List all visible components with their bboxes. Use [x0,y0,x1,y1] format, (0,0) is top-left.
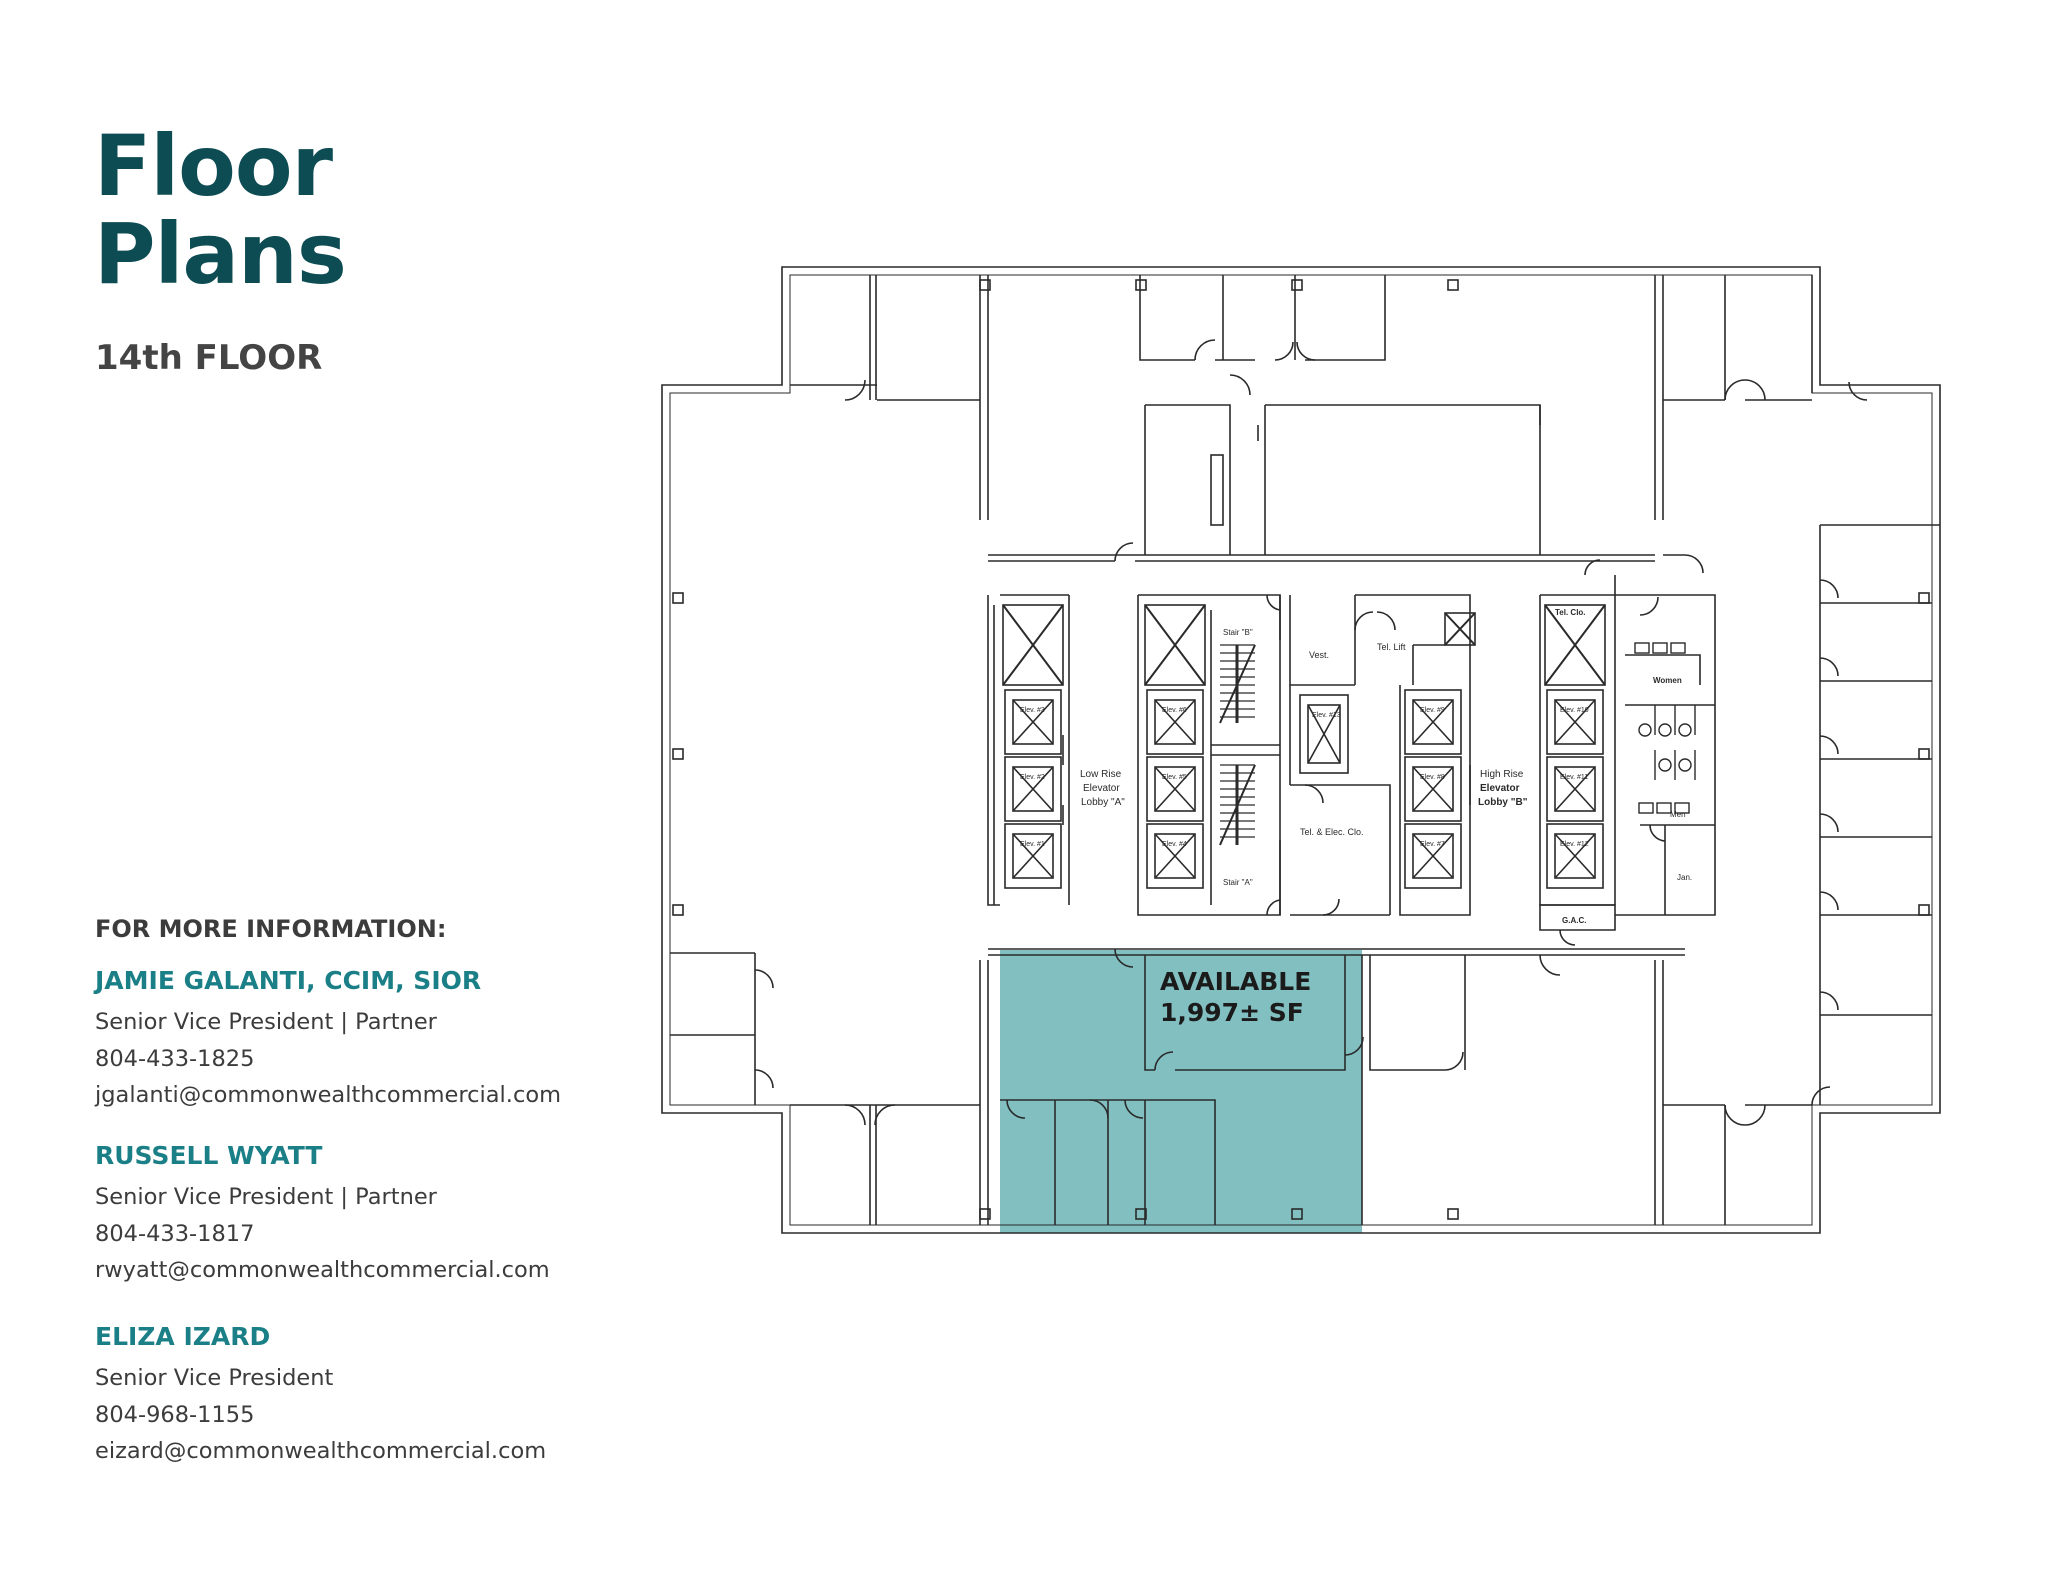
available-suite-callout[interactable]: AVAILABLE 1,997± SF [1160,966,1311,1028]
contact-role: Senior Vice President | Partner [95,1009,437,1035]
available-area: 1,997± SF [1160,998,1304,1027]
elevator-label: Elev. #4 [1162,841,1187,848]
floor-subtitle: 14th FLOOR [95,338,323,378]
high-rise-label: Elevator [1480,783,1520,794]
jan-label: Jan. [1677,873,1692,882]
elevator-label: Elev. #6 [1162,707,1187,714]
contact-phone[interactable]: 804-433-1825 [95,1045,255,1072]
elevator-label: Elev. #12 [1560,841,1589,848]
contact-phone[interactable]: 804-433-1817 [95,1220,255,1247]
elevator-label: Elev. #2 [1020,774,1045,781]
elevator-label: Elev. #11 [1560,774,1588,781]
women-label: Women [1653,676,1682,685]
contact-name: ELIZA IZARD [95,1322,271,1351]
elevator-label: Elev. #1 [1020,841,1045,848]
floor-plan: Low Rise Elevator Lobby "A" High Rise El… [661,266,1941,1234]
contact-name: JAMIE GALANTI, CCIM, SIOR [95,966,482,995]
men-label: Men [1670,810,1686,819]
title-line-1: Floor [94,117,333,215]
info-heading: FOR MORE INFORMATION: [95,915,447,943]
elevator-label: Elev. #9 [1420,707,1445,714]
available-label: AVAILABLE [1160,967,1312,996]
stair-a-label: Stair "A" [1223,878,1253,887]
tel-lift-label: Tel. Lift [1377,642,1406,652]
contact-name: RUSSELL WYATT [95,1141,323,1170]
contact-email[interactable]: eizard@commonwealthcommercial.com [95,1438,547,1464]
tel-clo-label: Tel. Clo. [1555,608,1586,617]
contact-role: Senior Vice President [95,1365,334,1391]
title-line-2: Plans [94,205,347,303]
contact-card-2: RUSSELL WYATT Senior Vice President | Pa… [95,1141,635,1289]
vestibule-label: Vest. [1309,650,1329,660]
contact-role: Senior Vice President | Partner [95,1184,437,1210]
contact-card-3: ELIZA IZARD Senior Vice President 804-96… [95,1322,635,1470]
elevator-label: Elev. #8 [1420,774,1445,781]
elevator-label: Elev. #7 [1420,841,1445,848]
elevator-label: Elev. #3 [1020,707,1045,714]
gac-label: G.A.C. [1562,916,1586,925]
low-rise-label: Lobby "A" [1081,797,1125,808]
high-rise-label: Lobby "B" [1478,797,1528,808]
contact-card-1: JAMIE GALANTI, CCIM, SIOR Senior Vice Pr… [95,966,635,1114]
contact-email[interactable]: jgalanti@commonwealthcommercial.com [95,1082,561,1108]
contact-email[interactable]: rwyatt@commonwealthcommercial.com [95,1257,550,1283]
contact-phone[interactable]: 804-968-1155 [95,1401,255,1428]
page-title: Floor Plans [94,117,347,303]
available-suite-highlight[interactable] [1000,950,1362,1233]
high-rise-label: High Rise [1480,769,1524,780]
elevator-label: Elev. #13 [1312,712,1341,719]
low-rise-label: Elevator [1083,783,1120,794]
elevator-label: Elev. #5 [1162,774,1187,781]
elevator-label: Elev. #10 [1560,707,1589,714]
low-rise-label: Low Rise [1080,769,1122,780]
stair-b-label: Stair "B" [1223,628,1253,637]
tel-elec-label: Tel. & Elec. Clo. [1300,827,1364,837]
